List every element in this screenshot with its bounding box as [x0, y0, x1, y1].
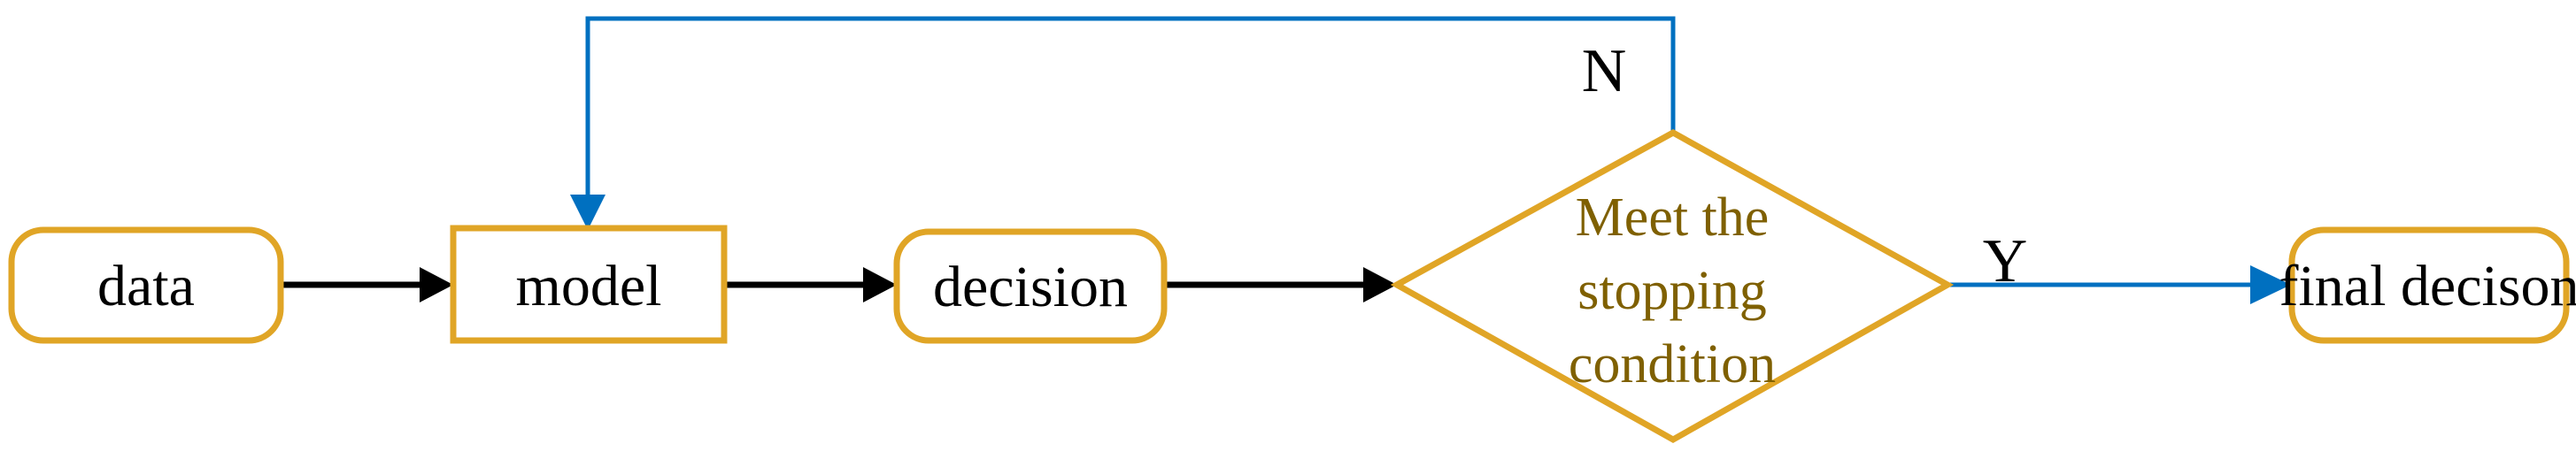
- edge-data-model-arrowhead-icon: [420, 267, 453, 302]
- node-decision-shape: [893, 228, 1168, 344]
- node-stopping-condition-label-line2: stopping: [1577, 261, 1767, 321]
- node-final-decision-shape: [2288, 226, 2570, 344]
- node-stopping-condition-label-line1: Meet the: [1576, 187, 1770, 248]
- node-data-shape: [8, 226, 284, 344]
- label-yes-branch: Y: [1983, 227, 2028, 295]
- edge-yes-arrowhead-icon: [2250, 265, 2291, 304]
- edge-no-loop-line: [585, 16, 1676, 198]
- node-data-label: data: [97, 254, 195, 318]
- edge-no-loop-arrowhead-icon: [570, 195, 605, 230]
- edge-decision-diamond-arrowhead-icon: [1363, 267, 1397, 302]
- label-no-branch: N: [1582, 37, 1627, 105]
- edge-model-decision-arrowhead-icon: [863, 267, 897, 302]
- node-model-shape: [450, 225, 728, 344]
- node-decision-label: decision: [933, 255, 1128, 319]
- node-stopping-condition-label-line3: condition: [1569, 334, 1776, 394]
- node-final-decision-label: final decison: [2279, 254, 2576, 318]
- node-model-label: model: [516, 254, 662, 318]
- node-stopping-condition-shape: [1390, 129, 1955, 444]
